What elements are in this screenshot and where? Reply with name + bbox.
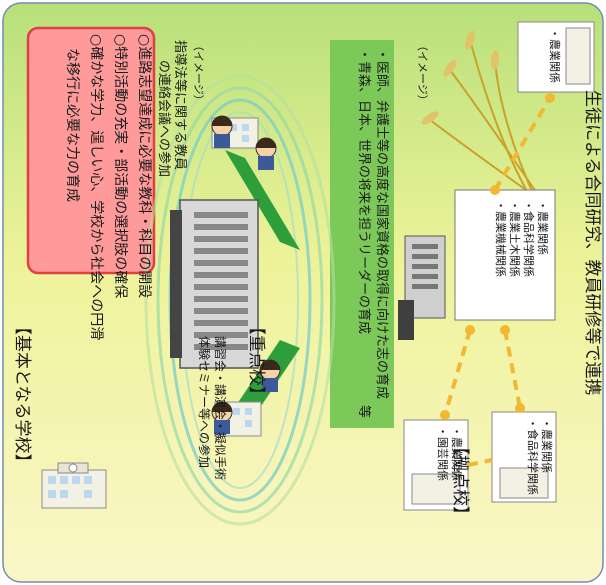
green-box-tail: 等 [356, 405, 371, 419]
teacher-figure-upper-left [211, 115, 233, 148]
school-top-right [517, 21, 595, 93]
teacher-figure-lower-right [259, 359, 281, 392]
center-caption-lower-1: 講習会・講演会・擬似手術 [213, 336, 227, 481]
left-school-dept-2: ・園芸関係 [436, 426, 449, 481]
main-dept-1: ・農業関係 [536, 200, 549, 255]
basic-school-icon [41, 462, 107, 509]
dashed-links [443, 96, 552, 467]
main-dept-3: ・農業土木関係 [508, 200, 521, 277]
goal-line-4: な移行に必要な力の育成 [64, 48, 80, 202]
center-caption-upper-2: の連絡会議への参加 [156, 60, 171, 178]
goals-box [26, 26, 156, 275]
heading-priority-school: 【重点校】 [246, 318, 266, 403]
center-image-note: （イメージ） [192, 40, 205, 106]
right-caption: 生徒による合同研究、教員研修等で連携 [582, 90, 602, 396]
top-school-dept-1: ・農業関係 [548, 28, 561, 83]
center-main-building [170, 199, 259, 369]
goal-line-1: ○進路志望達成に必要な教科・科目の開設 [136, 34, 152, 299]
teacher-figure-lower-left [211, 401, 233, 434]
main-dept-2: ・食品科学関係 [522, 200, 535, 277]
school-lower-right [491, 411, 557, 503]
main-dept-4: ・農業機械関係 [494, 200, 507, 277]
center-caption-upper-1: 指導法等に関する教員 [172, 40, 187, 171]
center-caption-lower-2: 体験セミナー等への参加 [197, 336, 211, 469]
goal-line-2: ○特別活動の充実・部活動の選択肢の確保 [112, 34, 128, 299]
goal-line-3: ○確かな学力、逞しい心、学校から社会への円滑 [88, 34, 104, 341]
connector-upper [225, 150, 300, 250]
green-box [330, 40, 394, 428]
green-box-line-1: ・医師、弁護士等の高度な国家資格の取得に向けた志の育成 [374, 48, 389, 400]
base-school-building [398, 235, 446, 340]
heading-basic-school: 【基本となる学校】 [12, 318, 32, 471]
right-school-dept-1: ・農業関係 [540, 418, 553, 473]
right-school-dept-2: ・食品科学関係 [526, 418, 539, 495]
school-lower-left [403, 419, 469, 511]
link-dots [440, 93, 555, 420]
teacher-figure-upper-right [255, 137, 277, 170]
right-image-note: （イメージ） [416, 40, 429, 106]
left-school-dept-1: ・農業関係 [450, 426, 463, 481]
base-school-dept-box [454, 189, 556, 321]
green-box-line-2: ・青森、日本、世界の将来を担うリーダーの育成 [356, 48, 371, 335]
